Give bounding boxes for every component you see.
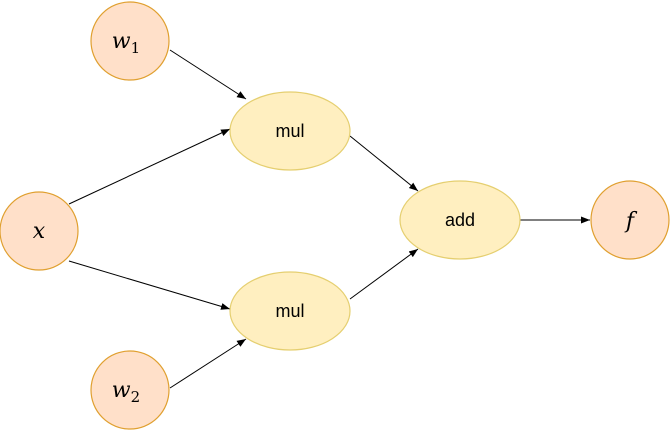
node-w2-label: w2 bbox=[112, 378, 140, 406]
node-add-ellipse bbox=[399, 180, 521, 260]
edge-x-to-mul-top bbox=[68, 128, 231, 205]
edge-w1-to-mul-top bbox=[169, 49, 247, 100]
node-f-circle bbox=[590, 180, 670, 260]
node-x-circle bbox=[0, 191, 79, 271]
node-mul-top-ellipse bbox=[229, 91, 351, 171]
node-add: add bbox=[399, 180, 521, 260]
node-add-label: add bbox=[445, 210, 475, 230]
node-mul-top: mul bbox=[229, 91, 351, 171]
node-x: x bbox=[0, 191, 79, 271]
edge-mul-bottom-to-add bbox=[349, 248, 419, 300]
edge-w2-to-mul-bottom bbox=[169, 338, 247, 389]
node-w2-circle bbox=[90, 350, 170, 430]
node-w1-label: w1 bbox=[112, 29, 140, 57]
edges bbox=[68, 49, 590, 389]
node-w2: w2 bbox=[90, 350, 170, 430]
node-mul-bottom-label: mul bbox=[275, 301, 304, 321]
node-mul-top-label: mul bbox=[275, 121, 304, 141]
node-mul-bottom: mul bbox=[229, 271, 351, 351]
edge-x-to-mul-bottom bbox=[68, 260, 231, 310]
node-w1-circle bbox=[90, 1, 170, 81]
node-x-label: x bbox=[33, 219, 46, 244]
node-f: f bbox=[590, 180, 670, 260]
node-mul-bottom-ellipse bbox=[229, 271, 351, 351]
node-w1: w1 bbox=[90, 1, 170, 81]
edge-mul-top-to-add bbox=[349, 135, 419, 192]
